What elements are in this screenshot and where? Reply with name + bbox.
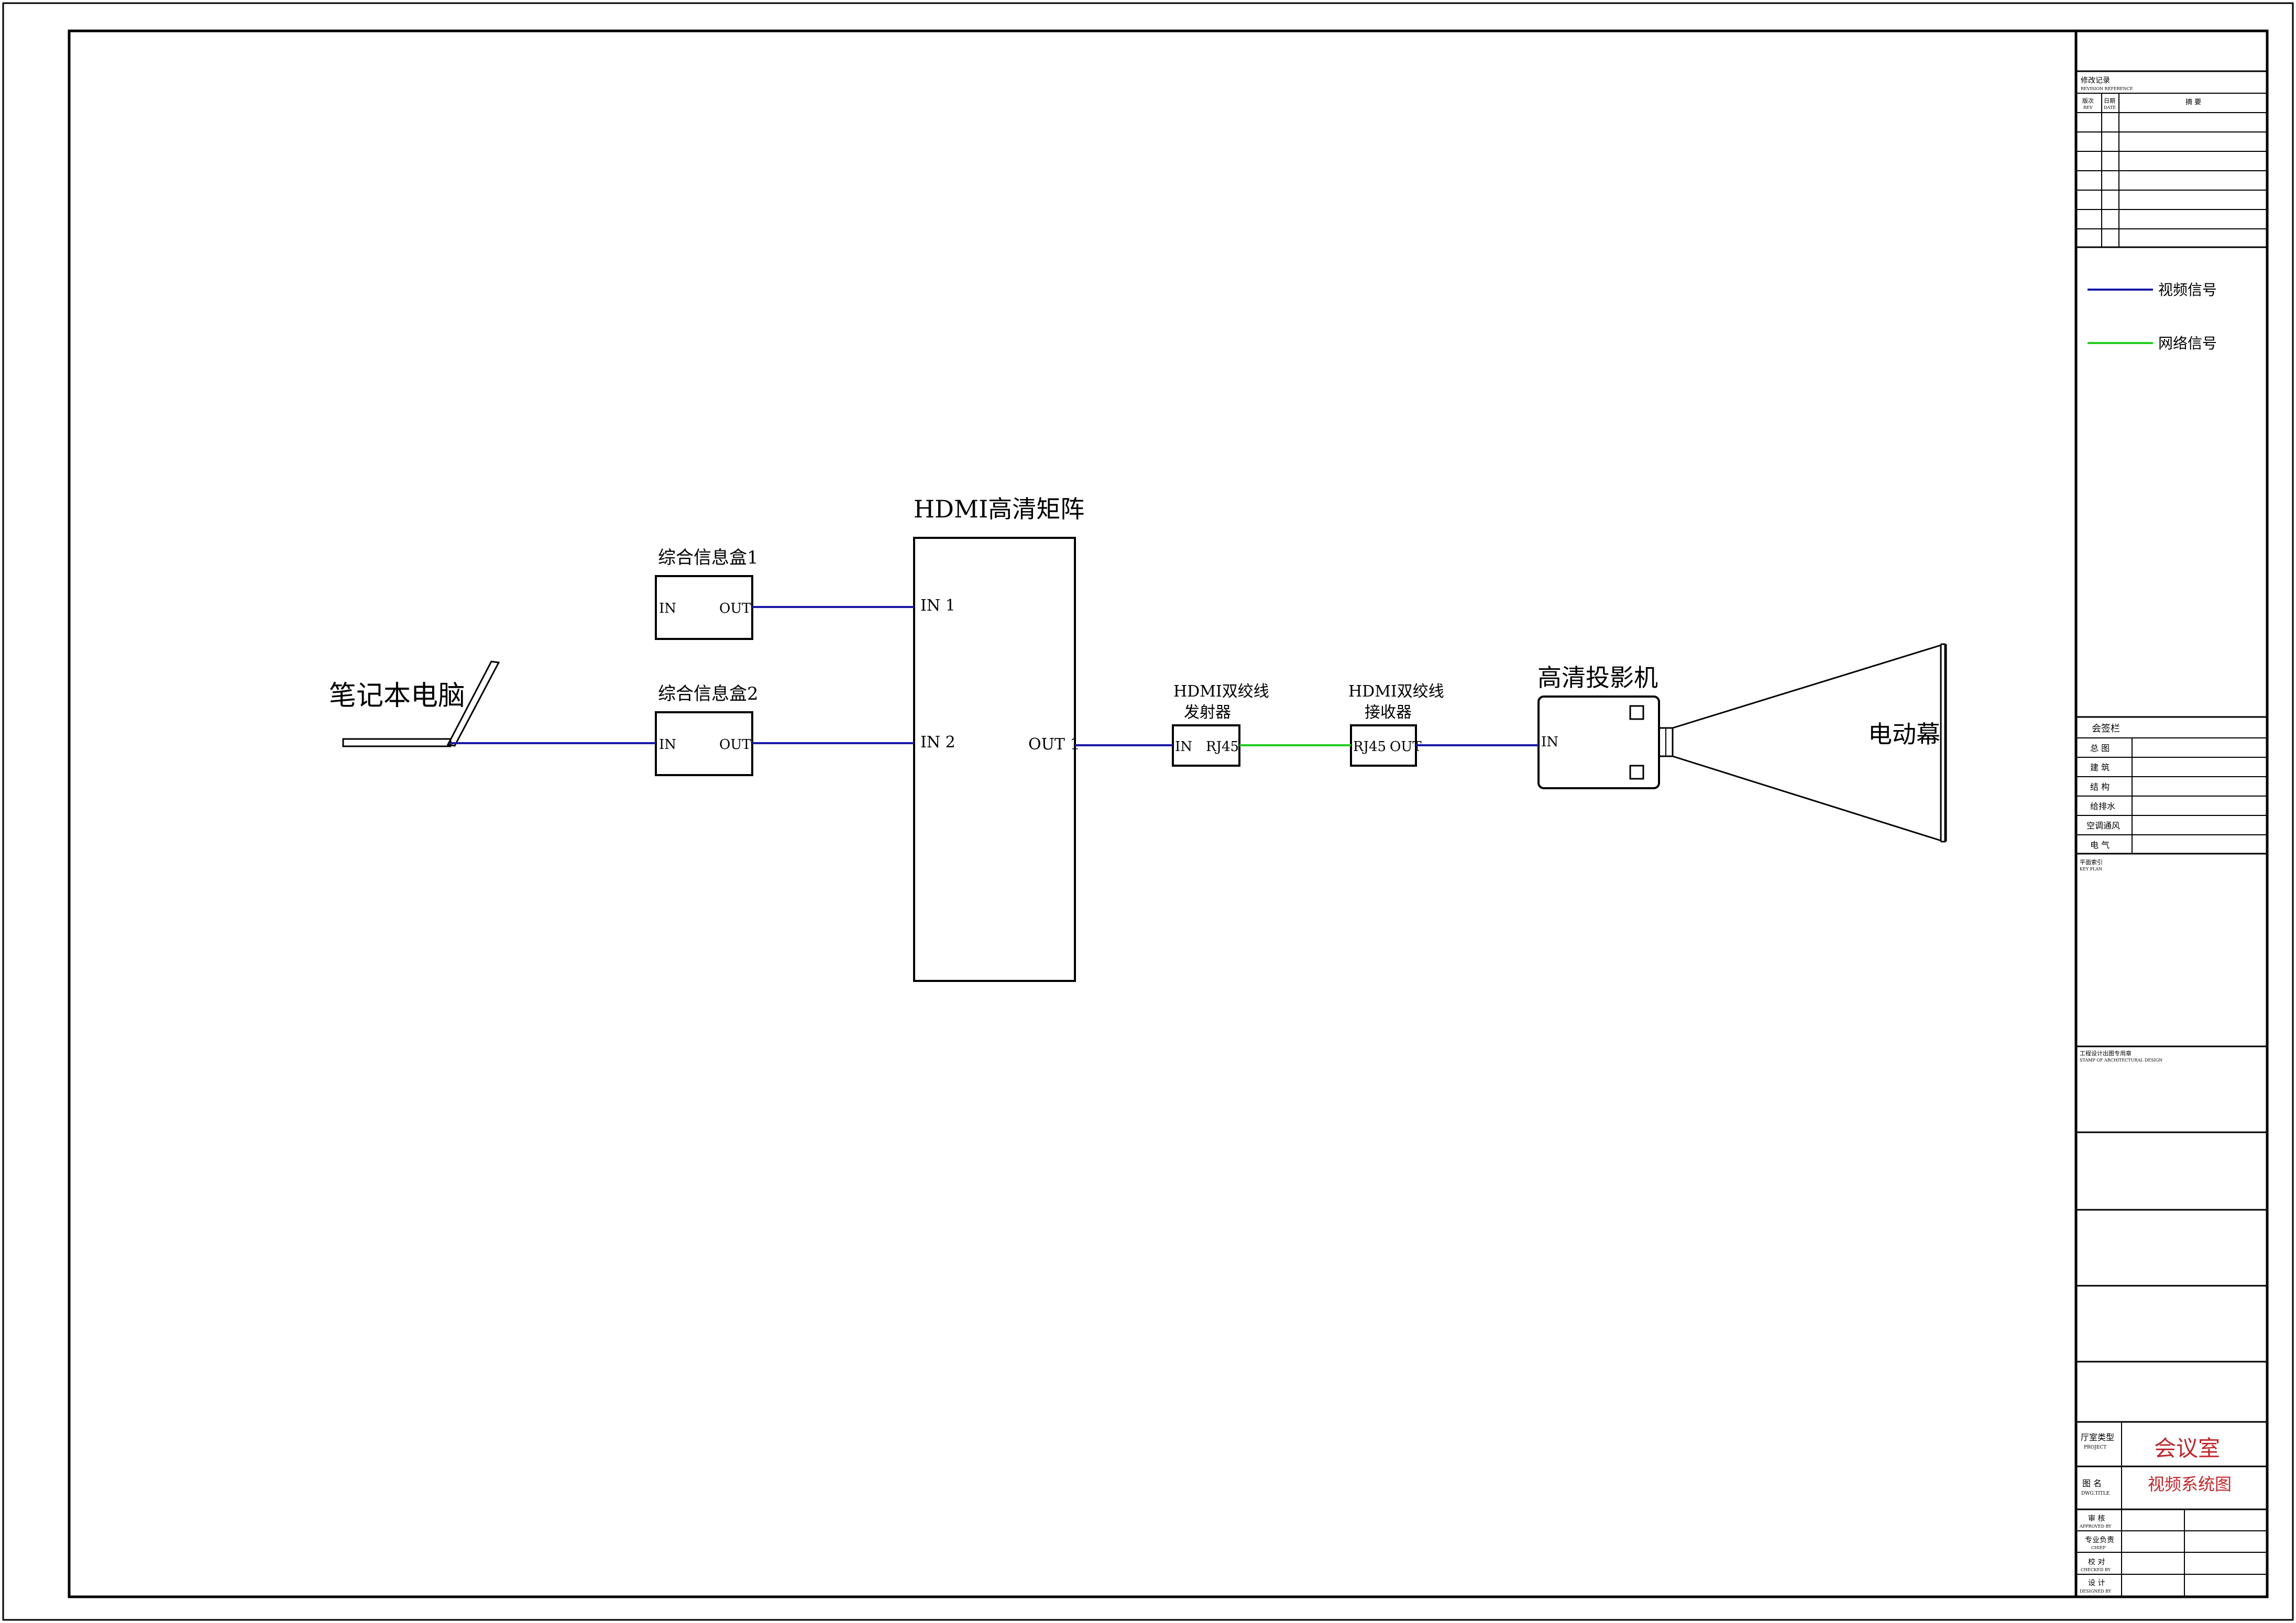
info-box-2-out-port: OUT: [719, 737, 751, 753]
drawing-label: 图 名: [2082, 1478, 2102, 1488]
projector-indicator-top: [1629, 705, 1644, 720]
approval-row-2-en: CHIEF: [2091, 1545, 2106, 1550]
drawing-label-en: DWG.TITLE: [2081, 1491, 2110, 1496]
approval-row-1: 审 核: [2088, 1515, 2105, 1523]
video-signal-lines: [451, 606, 1539, 746]
transmitter-title-line2: 发射器: [1184, 703, 1231, 722]
electric-screen: [1940, 643, 1947, 843]
sign-header: 会签栏: [2092, 723, 2120, 734]
info-box-2-title: 综合信息盒2: [658, 683, 759, 704]
projector-indicator-bottom: [1629, 765, 1644, 780]
approval-row-3-en: CHECKED BY: [2081, 1567, 2111, 1572]
stamp-label: 工程设计出图专用章: [2080, 1050, 2132, 1057]
approval-row-4-en: DESIGNED BY: [2080, 1589, 2112, 1594]
sign-row-5: 空调通风: [2086, 821, 2120, 831]
transmitter-title-line1: HDMI双绞线: [1173, 682, 1269, 701]
revision-header: 修改记录: [2081, 76, 2110, 85]
matrix-in1-port: IN 1: [920, 597, 955, 615]
key-plan-label-en: KEY PLAN: [2080, 867, 2102, 871]
rev-col-header: 版次: [2082, 97, 2094, 104]
receiver-title-line1: HDMI双绞线: [1348, 682, 1444, 701]
stamp-label-en: STAMP OF ARCHITECTURAL DESIGN: [2080, 1058, 2162, 1063]
project-label-en: PROJECT: [2084, 1445, 2106, 1450]
drawing-frame: [68, 29, 2269, 1598]
approval-row-4: 设 计: [2088, 1579, 2105, 1587]
desc-col-header: 摘 要: [2185, 98, 2201, 106]
info-box-2-in-port: IN: [659, 737, 676, 753]
projector-title: 高清投影机: [1537, 664, 1658, 692]
title-block: [2074, 31, 2267, 1597]
approval-row-1-en: APPROVED BY: [2079, 1524, 2112, 1529]
projection-beam: [1672, 644, 1941, 842]
receiver-title-line2: 接收器: [1365, 703, 1412, 722]
laptop-label: 笔记本电脑: [329, 680, 465, 712]
project-value: 会议室: [2154, 1436, 2220, 1461]
sign-row-3: 结 构: [2090, 782, 2110, 792]
legend-network-label: 网络信号: [2158, 335, 2217, 352]
date-col-header: 日期: [2104, 97, 2115, 104]
sign-row-6: 电 气: [2090, 840, 2110, 850]
legend: 视频信号 网络信号: [2088, 281, 2217, 352]
receiver-out-port: OUT: [1390, 739, 1422, 755]
key-plan-label: 平面索引: [2080, 858, 2103, 866]
receiver-rj45-port: RJ45: [1353, 739, 1386, 755]
date-col-header-en: DATE: [2104, 105, 2116, 110]
screen-label: 电动幕: [1868, 720, 1940, 748]
approval-row-2: 专业负责: [2085, 1536, 2114, 1544]
legend-video-label: 视频信号: [2158, 281, 2217, 299]
sign-row-2: 建 筑: [2090, 763, 2110, 772]
matrix-out1-port: OUT 1: [1028, 735, 1080, 754]
info-box-1-title: 综合信息盒1: [658, 547, 759, 568]
revision-header-en: REVISION REFERENCE: [2081, 86, 2133, 91]
rev-col-header-en: REV: [2083, 105, 2093, 110]
drawing-value: 视频系统图: [2148, 1474, 2232, 1494]
sign-row-1: 总 图: [2090, 743, 2110, 753]
transmitter-in-port: IN: [1175, 739, 1192, 755]
matrix-title: HDMI高清矩阵: [914, 495, 1084, 523]
project-label: 厅室类型: [2081, 1432, 2114, 1442]
transmitter-rj45-port: RJ45: [1206, 739, 1239, 755]
info-box-1-out-port: OUT: [719, 601, 751, 616]
matrix-in2-port: IN 2: [920, 733, 955, 752]
projector-in-port: IN: [1541, 734, 1558, 750]
hdmi-matrix: [913, 537, 1076, 982]
approval-row-3: 校 对: [2088, 1558, 2105, 1566]
sign-row-4: 给排水: [2090, 801, 2115, 811]
info-box-1-in-port: IN: [659, 601, 676, 616]
